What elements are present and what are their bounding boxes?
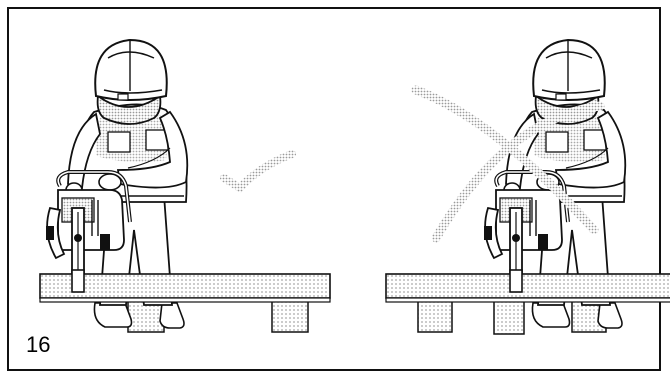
workpiece-bench xyxy=(386,274,670,302)
check-mark-icon xyxy=(224,154,292,188)
support-block xyxy=(272,298,308,332)
panel-incorrect xyxy=(386,40,670,334)
figure-number: 16 xyxy=(26,334,50,356)
panel-correct xyxy=(40,40,330,332)
support-block xyxy=(494,300,524,334)
support-block xyxy=(418,298,452,332)
